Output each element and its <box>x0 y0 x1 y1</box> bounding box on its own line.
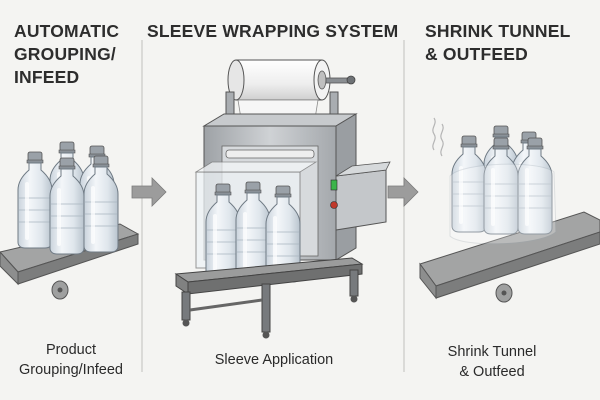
title-line: & OUTFEED <box>425 44 528 64</box>
title-line: GROUPING/ <box>14 44 116 64</box>
shrink-wrapped-pack <box>449 125 557 245</box>
caption-line: Shrink Tunnel <box>447 344 537 360</box>
section-caption-infeed: Product Grouping/Infeed <box>6 340 136 380</box>
indicator-green-light <box>330 179 338 191</box>
title-line: SLEEVE WRAPPING SYSTEM <box>147 21 399 41</box>
section-caption-sleeve: Sleeve Application <box>196 350 352 370</box>
sleeve-wrapping-machine <box>174 59 391 339</box>
caption-line: Product <box>46 342 96 358</box>
title-line: SHRINK TUNNEL <box>425 21 571 41</box>
indicator-red-button <box>330 201 338 209</box>
title-line: INFEED <box>14 67 80 87</box>
section-title-sleeve: SLEEVE WRAPPING SYSTEM <box>147 20 398 43</box>
caption-line: Sleeve Application <box>214 352 334 368</box>
outfeed-conveyor-icon <box>419 211 600 303</box>
section-caption-shrink: Shrink Tunnel & Outfeed <box>432 342 552 382</box>
arrow-right-icon <box>131 177 167 207</box>
title-line: AUTOMATIC <box>14 21 120 41</box>
arrow-right-icon <box>387 177 419 207</box>
film-roll-icon <box>227 59 356 101</box>
heat-wave-icon <box>432 117 444 157</box>
section-title-shrink: SHRINK TUNNEL & OUTFEED <box>425 20 571 66</box>
section-title-infeed: AUTOMATIC GROUPING/ INFEED <box>14 20 119 89</box>
bottle-icon <box>17 151 53 249</box>
caption-line: & Outfeed <box>459 364 525 380</box>
infeed-bottle-group <box>17 141 119 255</box>
caption-line: Grouping/Infeed <box>19 362 123 378</box>
